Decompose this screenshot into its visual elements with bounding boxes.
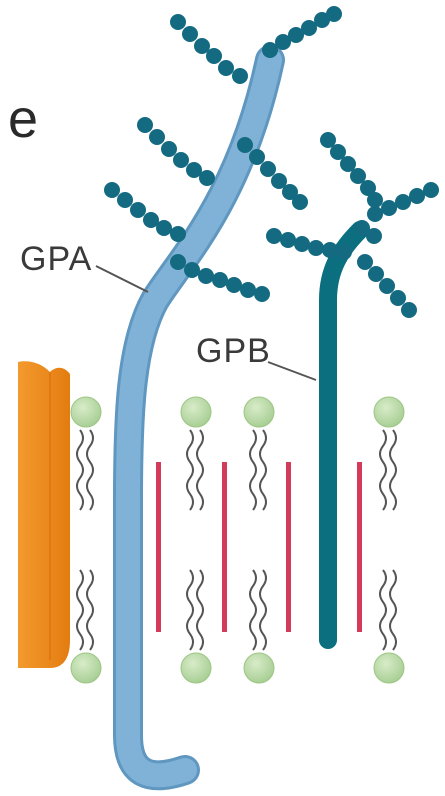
partial-title-text: e (8, 92, 38, 146)
glycan-chain-icon (104, 6, 439, 318)
gpa-label: GPA (20, 242, 92, 276)
gpb-label: GPB (196, 334, 271, 368)
membrane-protein-icon (18, 361, 70, 668)
glycophorin-b-protein-icon (328, 230, 360, 640)
